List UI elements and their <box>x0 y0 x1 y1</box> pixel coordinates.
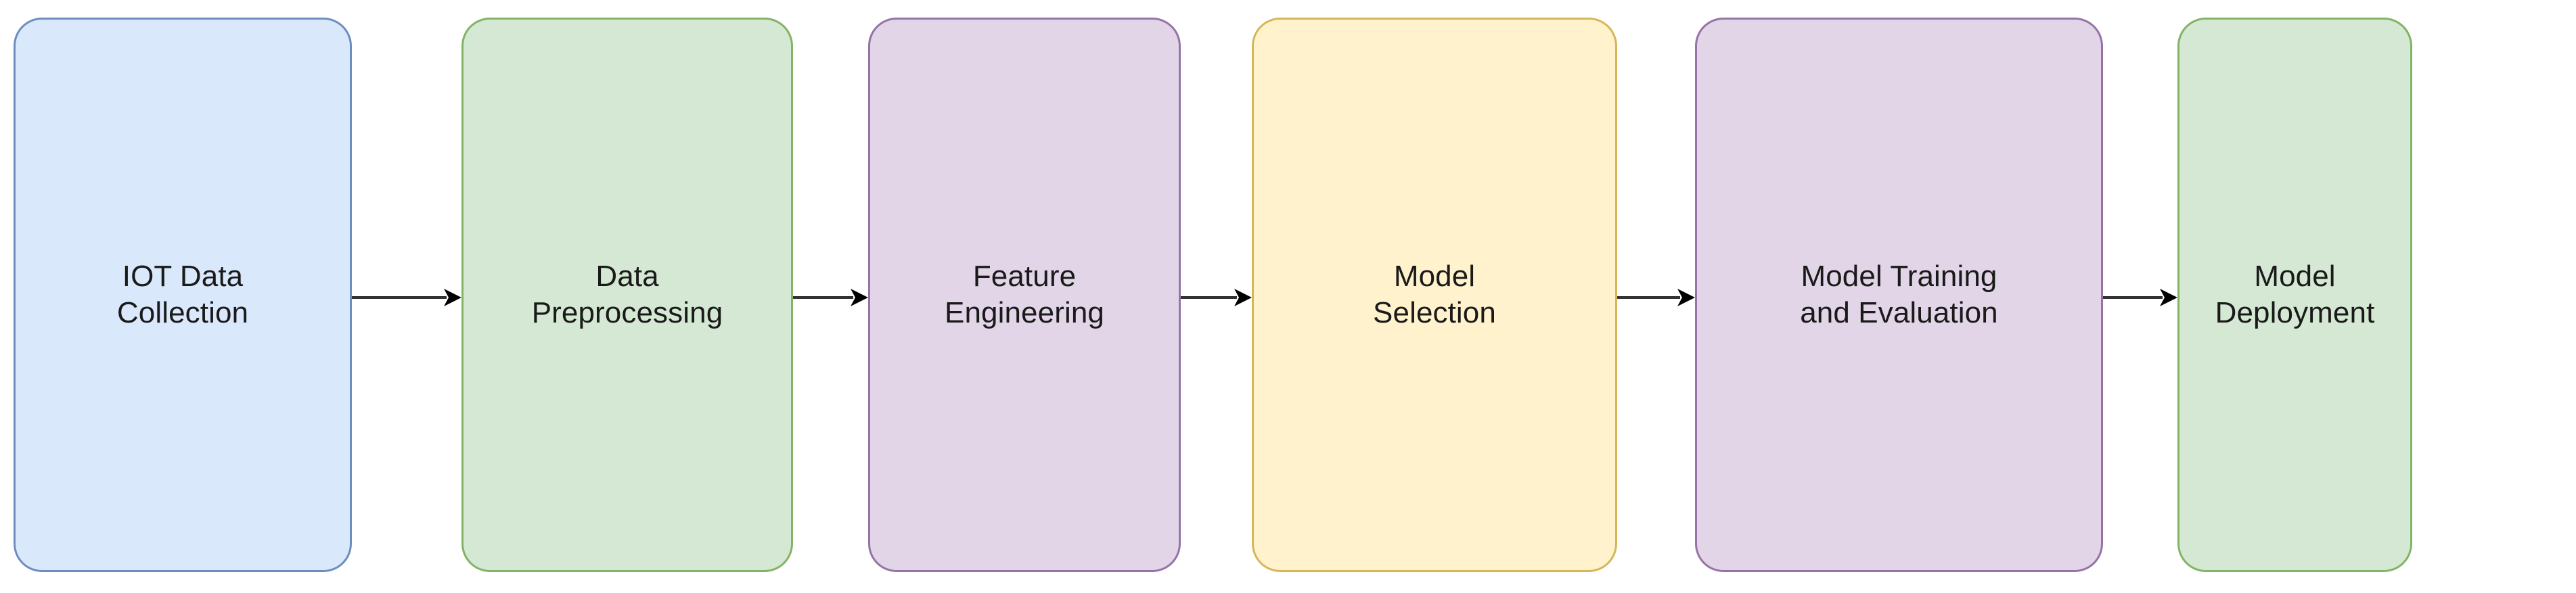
node-label-model-selection: Model Selection <box>1373 259 1496 329</box>
node-model-deployment[interactable]: Model Deployment <box>2177 18 2412 572</box>
node-label-iot-data-collection: IOT Data Collection <box>116 259 249 329</box>
node-iot-data-collection[interactable]: IOT Data Collection <box>14 18 352 572</box>
flow-arrow-5 <box>2103 284 2177 311</box>
flow-arrow-2 <box>793 284 868 311</box>
node-label-data-preprocessing: Data Preprocessing <box>531 259 723 329</box>
node-model-training-and-evaluation[interactable]: Model Training and Evaluation <box>1695 18 2103 572</box>
node-label-feature-engineering: Feature Engineering <box>945 259 1104 329</box>
node-label-model-deployment: Model Deployment <box>2215 259 2375 329</box>
node-model-selection[interactable]: Model Selection <box>1252 18 1617 572</box>
flow-arrow-1 <box>352 284 461 311</box>
flow-arrow-3 <box>1181 284 1252 311</box>
node-data-preprocessing[interactable]: Data Preprocessing <box>461 18 793 572</box>
node-feature-engineering[interactable]: Feature Engineering <box>868 18 1181 572</box>
node-label-model-training-and-evaluation: Model Training and Evaluation <box>1800 259 1998 329</box>
flow-arrow-4 <box>1617 284 1695 311</box>
